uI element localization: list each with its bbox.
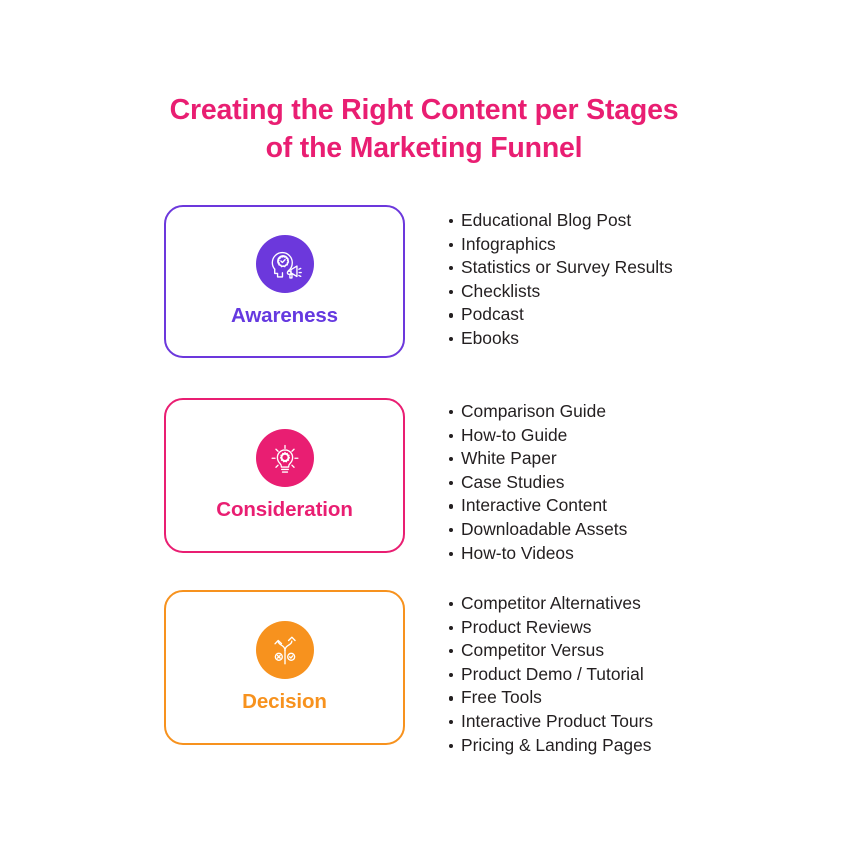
- stage-label-decision: Decision: [242, 689, 327, 713]
- list-item: Competitor Alternatives: [448, 592, 840, 616]
- list-item: Comparison Guide: [448, 400, 840, 424]
- head-brain-megaphone-icon: [255, 234, 314, 293]
- list-item: Infographics: [448, 233, 840, 257]
- list-item: Podcast: [448, 303, 840, 327]
- stage-card-awareness[interactable]: Awareness: [164, 205, 405, 358]
- content-list-decision: Competitor Alternatives Product Reviews …: [448, 592, 840, 757]
- list-item: Pricing & Landing Pages: [448, 734, 840, 758]
- list-item: White Paper: [448, 447, 840, 471]
- content-list-awareness: Educational Blog Post Infographics Stati…: [448, 209, 840, 351]
- page-title-line-1: Creating the Right Content per Stages: [169, 94, 679, 126]
- stage-label-consideration: Consideration: [216, 497, 353, 521]
- list-item: Educational Blog Post: [448, 209, 840, 233]
- stage-card-consideration[interactable]: Consideration: [164, 398, 405, 553]
- lightbulb-gear-icon: [255, 428, 314, 487]
- list-item: Interactive Content: [448, 494, 840, 518]
- list-item: Downloadable Assets: [448, 518, 840, 542]
- list-item: How-to Videos: [448, 542, 840, 566]
- page-title-line-2: of the Marketing Funnel: [265, 131, 583, 164]
- forked-road-choice-icon: [255, 620, 314, 679]
- stage-label-awareness: Awareness: [231, 303, 338, 327]
- list-item: Free Tools: [448, 686, 840, 710]
- list-item: Competitor Versus: [448, 639, 840, 663]
- list-item: Ebooks: [448, 327, 840, 351]
- list-item: Statistics or Survey Results: [448, 256, 840, 280]
- stage-card-decision[interactable]: Decision: [164, 590, 405, 745]
- list-item: Product Reviews: [448, 616, 840, 640]
- list-item: Product Demo / Tutorial: [448, 663, 840, 687]
- list-item: Interactive Product Tours: [448, 710, 840, 734]
- list-item: How-to Guide: [448, 424, 840, 448]
- content-list-consideration: Comparison Guide How-to Guide White Pape…: [448, 400, 840, 565]
- list-item: Case Studies: [448, 471, 840, 495]
- list-item: Checklists: [448, 280, 840, 304]
- page-title: Creating the Right Content per Stages of…: [84, 92, 764, 167]
